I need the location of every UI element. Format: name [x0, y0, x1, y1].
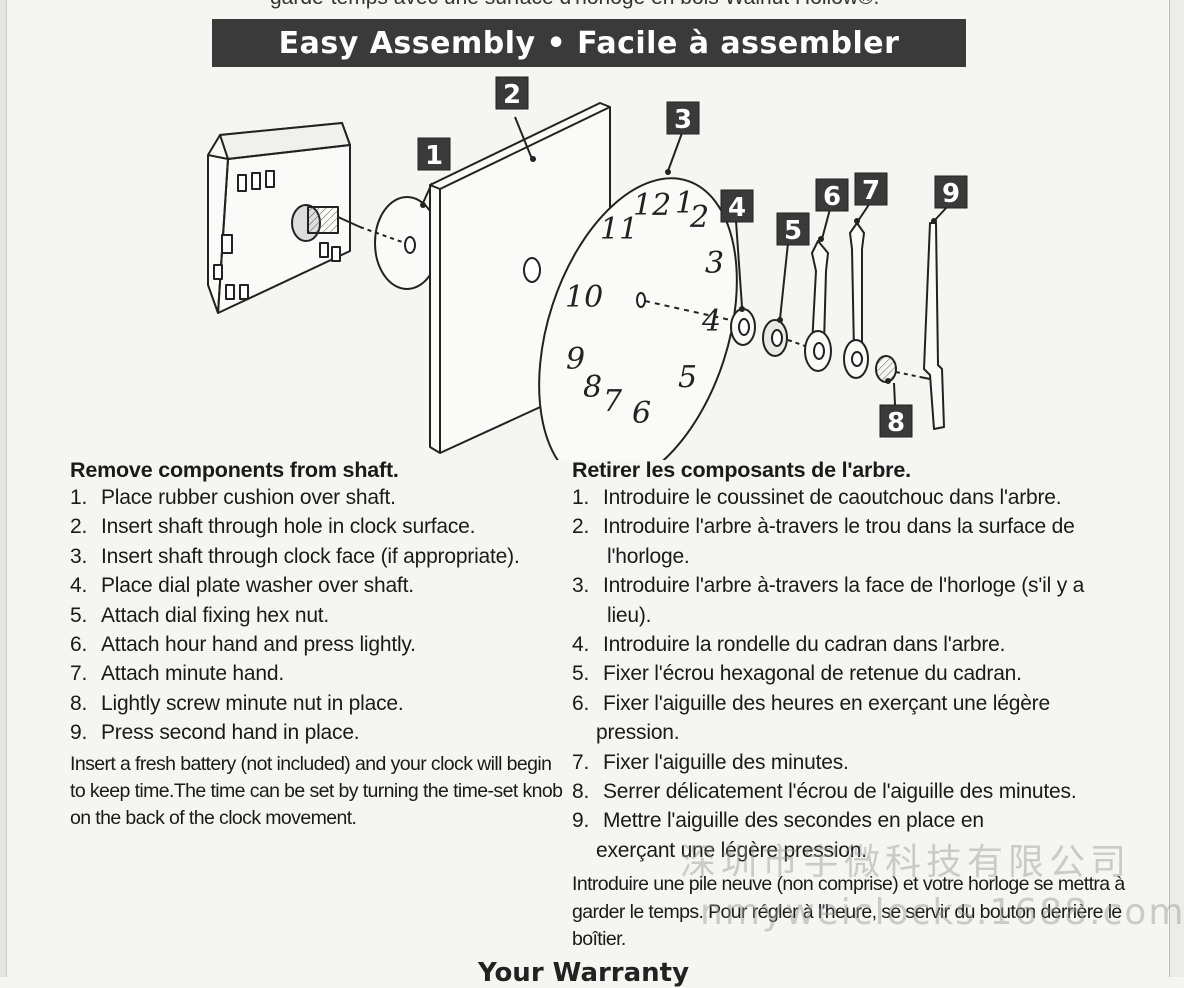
dial-numeral: 3: [705, 246, 724, 281]
list-item: 4.Introduire la rondelle du cadran dans …: [572, 633, 1006, 657]
french-battery-note: Introduire une pile neuve (non comprise)…: [572, 873, 1125, 951]
svg-text:8: 8: [887, 408, 905, 438]
part-number-9: 9: [934, 175, 968, 209]
rubber-cushion: [359, 196, 440, 290]
part-number-4: 4: [720, 189, 754, 223]
english-heading: Remove components from shaft.: [70, 458, 399, 482]
clock-dial-face: [538, 177, 738, 460]
dial-numeral: 4: [701, 304, 721, 339]
part-number-3: 3: [666, 101, 700, 135]
dial-numeral: 5: [678, 360, 697, 395]
list-item: 4.Place dial plate washer over shaft.: [70, 574, 414, 598]
dial-washer: [730, 308, 756, 346]
dial-numeral: 12: [633, 188, 671, 223]
cut-off-top-text: garde-temps avec une surface d'horloge e…: [270, 0, 930, 10]
svg-text:1: 1: [425, 141, 443, 171]
list-item: 7.Attach minute hand.: [70, 662, 284, 686]
clock-movement: [207, 122, 361, 314]
list-item: 9.Mettre l'aiguille des secondes en plac…: [572, 809, 984, 862]
part-number-6: 6: [815, 178, 849, 212]
list-item: 6.Fixer l'aiguille des heures en exerçan…: [572, 691, 1050, 745]
list-item: 7.Fixer l'aiguille des minutes.: [572, 750, 849, 774]
part-number-8: 8: [879, 404, 913, 438]
dial-numeral: 10: [565, 280, 603, 315]
list-item: 2.Introduire l'arbre à-travers le trou d…: [572, 515, 1075, 568]
svg-text:9: 9: [942, 179, 960, 209]
dial-numeral: 1: [675, 186, 694, 221]
hour-hand: [804, 240, 832, 372]
part-number-2: 2: [495, 76, 529, 110]
svg-text:3: 3: [674, 105, 692, 135]
part-number-7: 7: [854, 172, 888, 206]
dial-numeral: 2: [689, 200, 709, 235]
assembly-diagram: 12 1 2 3 4 5 6 7 8 9 10 11 1: [207, 76, 968, 460]
assembly-banner: Easy Assembly • Facile à assembler: [212, 19, 966, 67]
list-item: 1.Place rubber cushion over shaft.: [70, 486, 396, 509]
svg-text:2: 2: [503, 80, 521, 110]
french-instructions: Retirer les composants de l'arbre. 1.Int…: [572, 455, 1132, 954]
list-item: 6.Attach hour hand and press lightly.: [70, 633, 416, 657]
french-steps: 1.Introduire le coussinet de caoutchouc …: [572, 483, 1132, 865]
page-right-edge: [1169, 0, 1184, 977]
french-heading: Retirer les composants de l'arbre.: [572, 458, 911, 482]
part-number-1: 1: [417, 137, 451, 171]
list-item: 1.Introduire le coussinet de caoutchouc …: [572, 486, 1062, 509]
dial-numeral: 11: [600, 212, 638, 247]
cut-off-warranty-heading: Your Warranty: [478, 958, 690, 988]
minute-nut: [875, 355, 921, 383]
list-item: 3.Insert shaft through clock face (if ap…: [70, 544, 520, 568]
dial-numeral: 9: [566, 342, 585, 377]
dial-numeral: 7: [603, 384, 623, 419]
english-instructions: Remove components from shaft. 1.Place ru…: [70, 455, 570, 832]
list-item: 8.Serrer délicatement l'écrou de l'aigui…: [572, 780, 1077, 804]
svg-text:5: 5: [784, 216, 802, 246]
english-steps: 1.Place rubber cushion over shaft. 2.Ins…: [70, 483, 570, 748]
list-item: 9.Press second hand in place.: [70, 721, 360, 745]
dial-numeral: 6: [632, 396, 651, 431]
svg-text:7: 7: [862, 176, 880, 206]
second-hand: [919, 222, 945, 430]
svg-text:6: 6: [823, 182, 841, 212]
minute-hand: [843, 222, 869, 379]
list-item: 2.Insert shaft through hole in clock sur…: [70, 515, 476, 539]
list-item: 5.Attach dial fixing hex nut.: [70, 603, 330, 627]
hex-nut: [762, 319, 809, 357]
svg-text:4: 4: [728, 193, 746, 223]
part-number-5: 5: [776, 212, 810, 246]
list-item: 8.Lightly screw minute nut in place.: [70, 691, 404, 715]
dial-numeral: 8: [583, 370, 602, 405]
list-item: 5.Fixer l'écrou hexagonal de retenue du …: [572, 662, 1022, 686]
english-battery-note: Insert a fresh battery (not included) an…: [70, 752, 563, 829]
list-item: 3.Introduire l'arbre à-travers la face d…: [572, 574, 1085, 627]
page-left-edge: [0, 0, 7, 977]
